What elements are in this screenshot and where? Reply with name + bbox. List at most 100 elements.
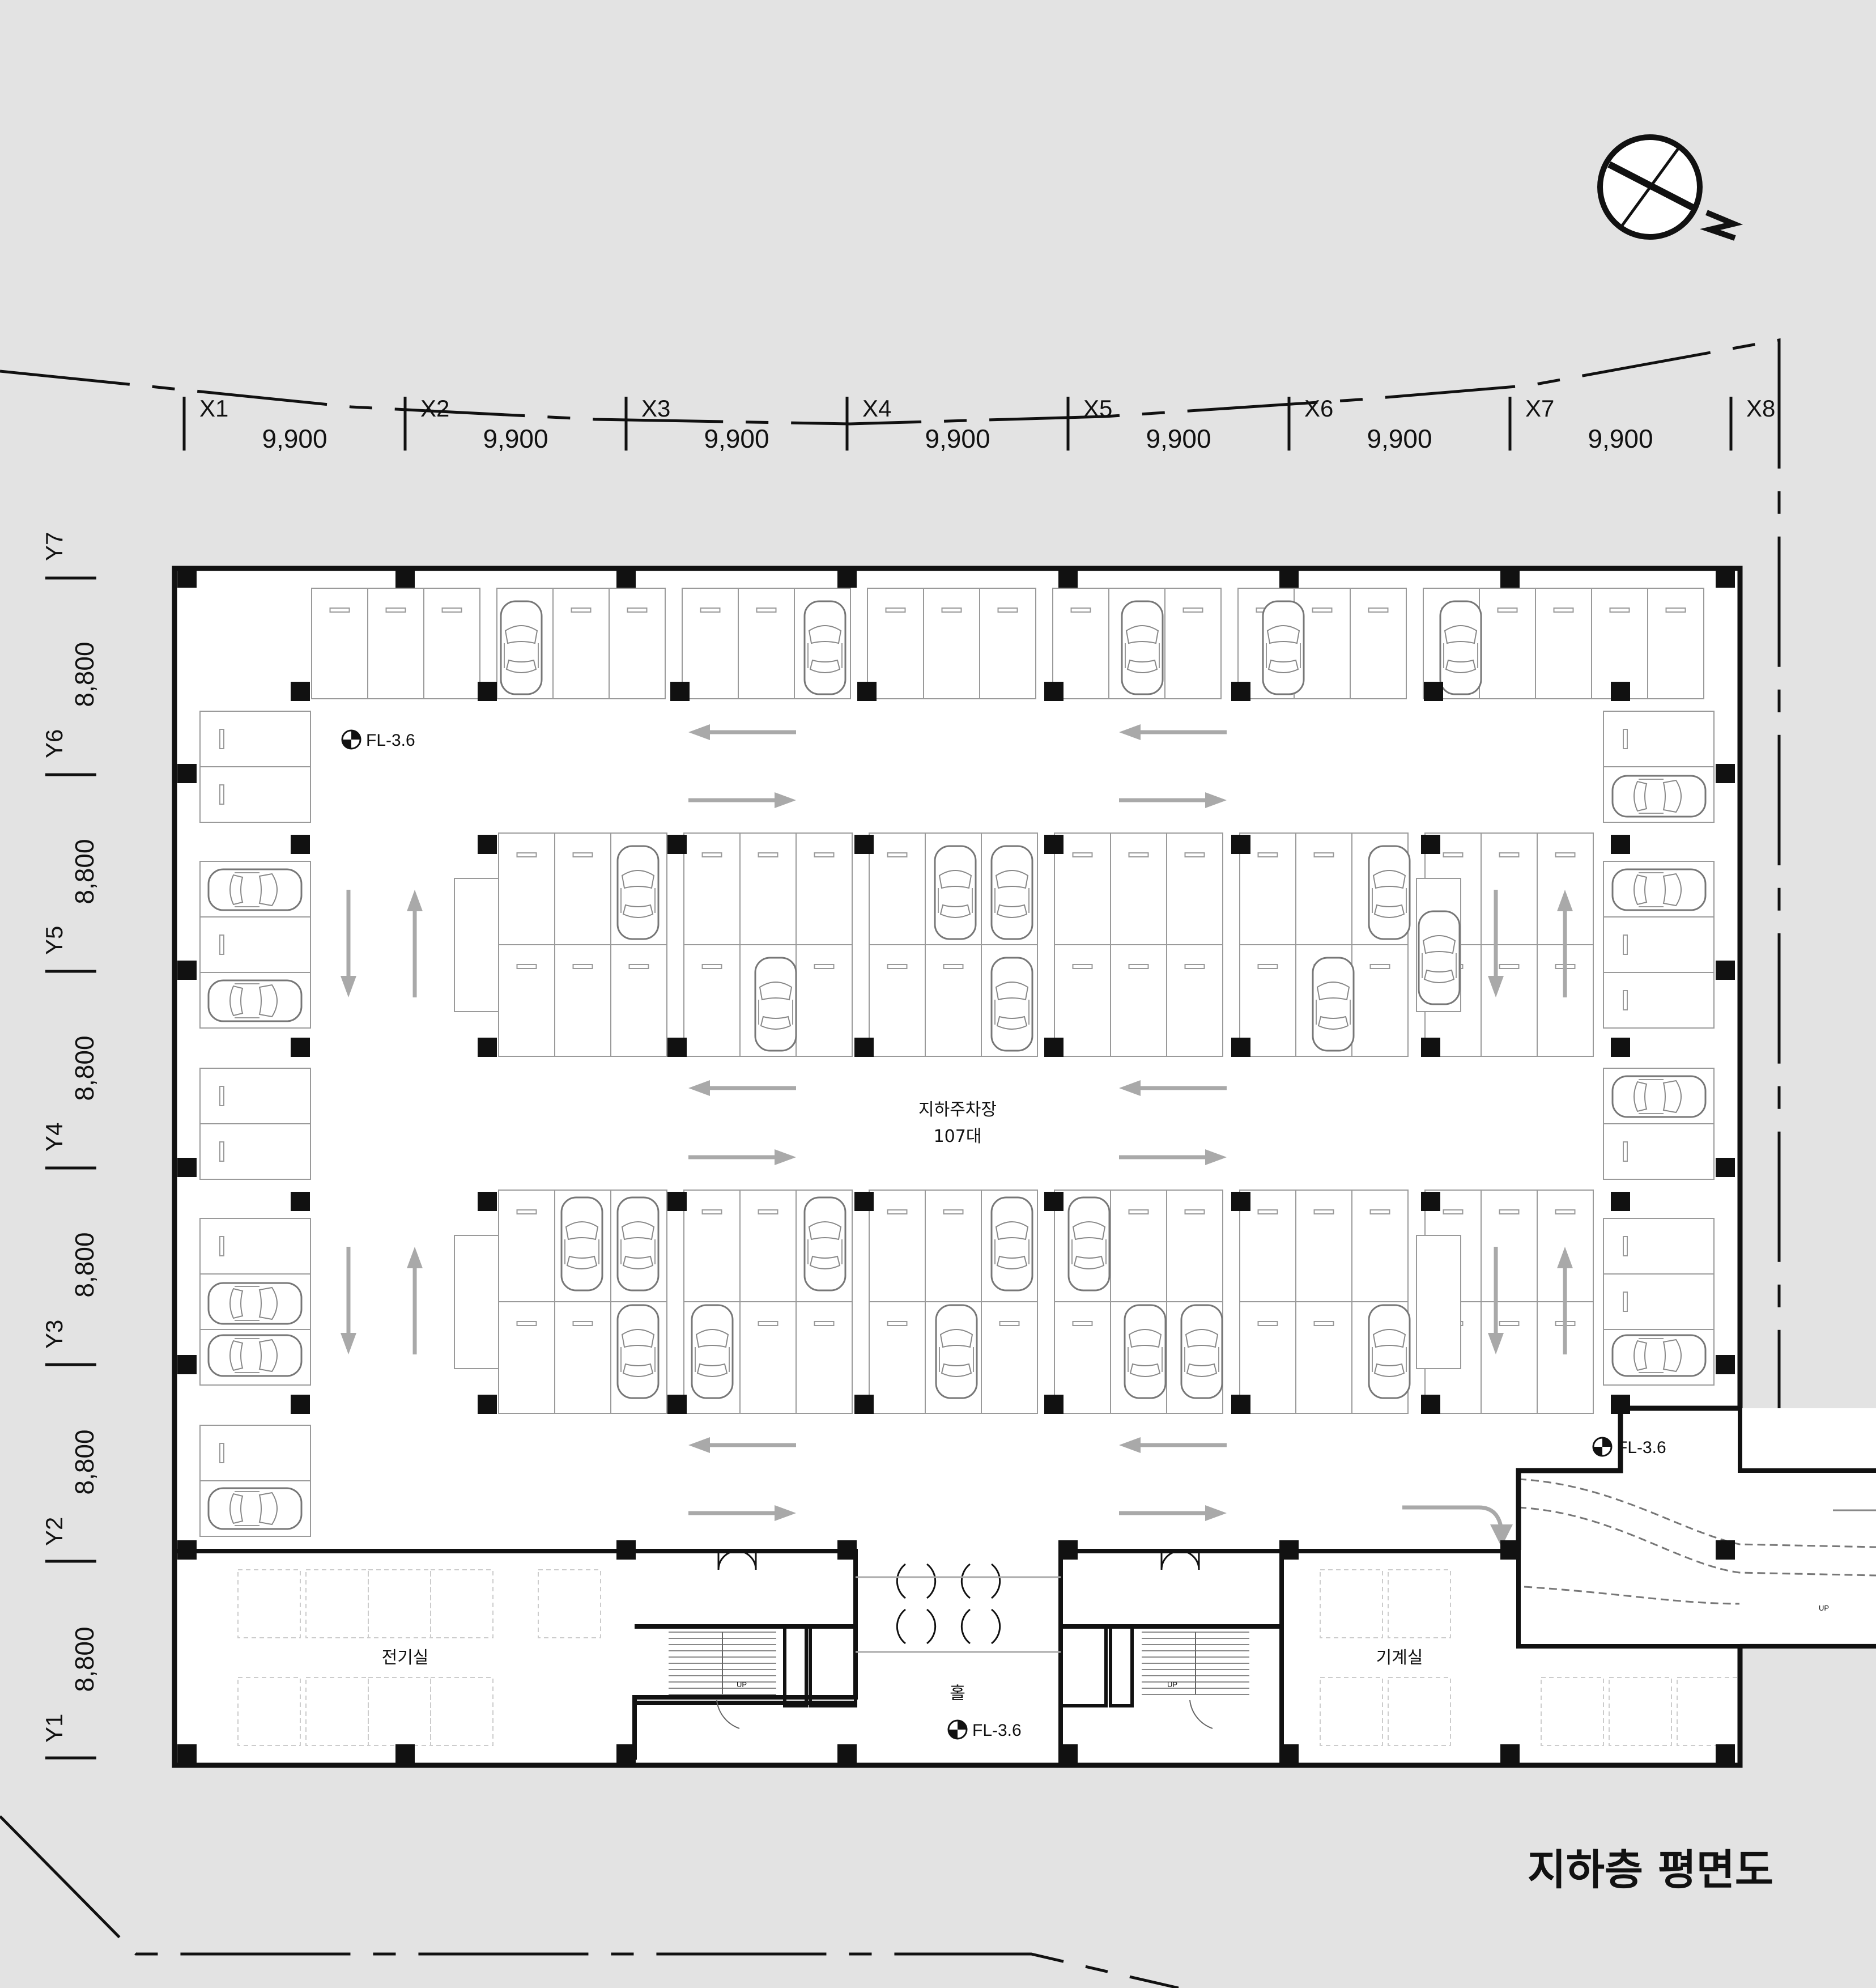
wheel-stop [1128,852,1149,857]
wheel-stop [516,852,537,857]
wheel-stop [814,1321,835,1326]
equipment-outline [237,1569,301,1638]
grid-label-x6: X6 [1304,395,1333,422]
x-spacing-3: 9,900 [704,424,769,453]
wheel-stop [219,1141,224,1162]
wheel-stop [219,1236,224,1256]
wheel-stop [1128,964,1149,969]
structural-column [670,682,690,701]
parking-stall [1603,972,1715,1029]
outer-walls [172,566,1743,1768]
parking-stall [1110,832,1167,945]
traffic-arrow-head [1119,1437,1141,1453]
structural-column [1044,682,1064,701]
parking-stall [1481,1190,1538,1302]
parked-car [1180,1304,1223,1399]
parking-stall [739,832,797,945]
wheel-stop [627,608,648,613]
structural-column [667,835,687,854]
wheel-stop [1499,1321,1520,1326]
parking-stall [683,1190,741,1302]
x-spacing-1: 9,900 [262,424,327,453]
parking-stall [199,1123,311,1180]
y-spacing-6: 8,800 [70,1626,99,1692]
structural-column [1058,1540,1078,1560]
equipment-outline [430,1677,494,1746]
wheel-stop [1313,1321,1334,1326]
structural-column [478,1038,497,1057]
north-arrow-icon [1597,134,1743,241]
grid-label-x1: X1 [199,395,228,422]
parking-stall [1481,832,1538,945]
wheel-stop [1128,1209,1149,1214]
parked-car [207,868,303,911]
wheel-stop [756,608,777,613]
parking-stall [610,944,667,1057]
equipment-outline [1541,1677,1604,1746]
parking-label: 지하주차장 [918,1100,997,1120]
grid-label-x5: X5 [1083,395,1112,422]
svg-text:FL-3.6: FL-3.6 [972,1721,1022,1740]
traffic-arrow-head [341,1333,356,1354]
parking-stall [1603,916,1715,973]
wheel-stop [701,852,722,857]
parked-car [1439,600,1482,695]
structural-column [478,1395,497,1414]
wheel-stop [572,1321,593,1326]
structural-column [1716,961,1735,980]
wheel-stop [329,608,350,613]
parking-stall [683,832,741,945]
traffic-arrow-head [1205,1149,1227,1165]
grid-label-y3: Y3 [41,1320,67,1349]
entrance-ramp: UP [1516,1408,1876,1649]
wheel-stop [1257,1321,1278,1326]
structural-column [1421,1395,1440,1414]
parked-car [1418,910,1461,1005]
wheel-stop [1555,852,1576,857]
parking-stall [199,916,311,973]
parked-car [207,1334,303,1377]
traffic-arrow-head [688,724,710,740]
wheel-stop [1257,1209,1278,1214]
equipment-outline [430,1569,494,1638]
traffic-arrow-head [1205,1505,1227,1521]
structural-column [837,1744,857,1764]
x-spacing-2: 9,900 [483,424,548,453]
x-grid-axis: X1 X2 X3 X4 X5 X6 X7 X8 9,900 9,900 9,90… [182,395,1775,453]
grid-label-x3: X3 [641,395,670,422]
wheel-stop [1623,729,1628,749]
parked-car [560,1196,603,1292]
ramp-up-label: UP [1819,1604,1829,1612]
room-label-mechanical: 기계실 [1376,1648,1423,1668]
parking-stall [869,832,926,945]
wheel-stop [1555,1209,1576,1214]
parking-stall [199,711,311,767]
wheel-stop [1499,964,1520,969]
parking-stall [554,944,611,1057]
structural-column [616,1540,636,1560]
parked-car [207,1282,303,1325]
parking-stall [1054,1301,1111,1414]
wheel-stop [1072,964,1093,969]
structural-column [854,1038,874,1057]
parked-car [1312,957,1355,1052]
wheel-stop [1499,1209,1520,1214]
y-spacing-3: 8,800 [70,1035,99,1101]
wheel-stop [1070,608,1091,613]
traffic-arrow-head [688,1080,710,1096]
parked-car [935,1304,978,1399]
parked-car [754,957,797,1052]
traffic-arrow-head [1119,724,1141,740]
parked-car [616,1196,660,1292]
structural-column [1279,1540,1299,1560]
structural-column [478,835,497,854]
wheel-stop [219,729,224,749]
parking-stall [199,1425,311,1481]
parked-car [207,1487,303,1530]
stair-path [716,1700,740,1729]
grid-label-x2: X2 [420,395,449,422]
parking-stall [739,1301,797,1414]
parking-stall [682,588,739,699]
wheel-stop [1369,964,1390,969]
structural-column [1058,1744,1078,1764]
